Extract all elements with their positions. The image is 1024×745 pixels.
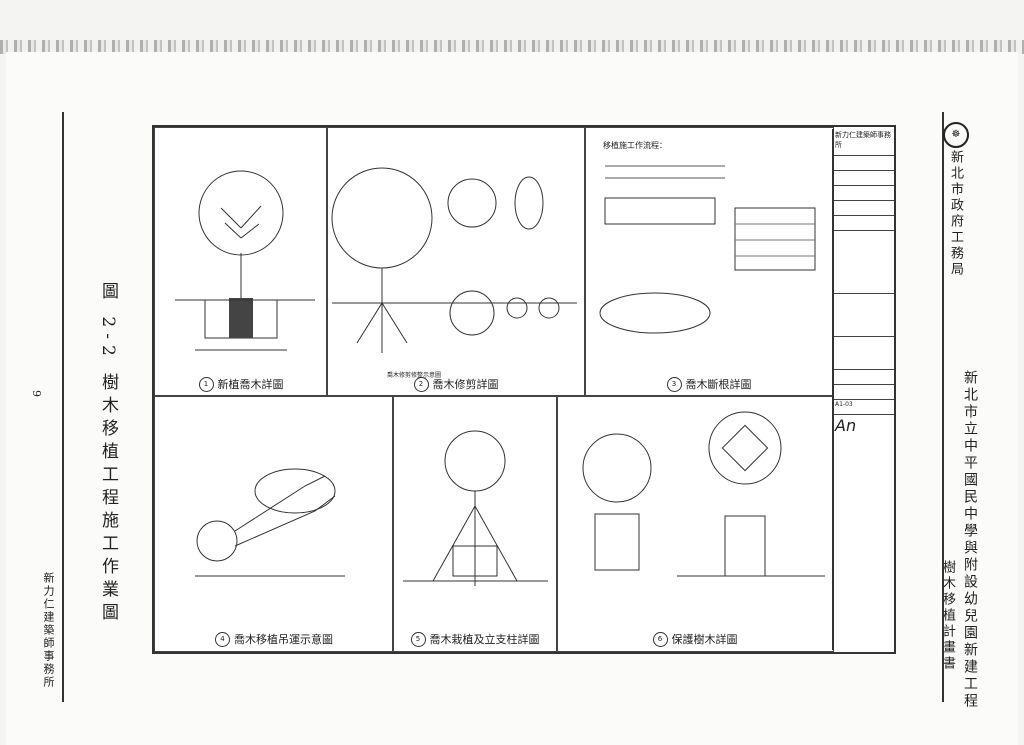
tree-planting-drawing [175,170,315,351]
panel2-subtitle: 喬木修剪修整示意圖 [387,372,442,379]
project-subtitle: 樹木移植計畫書 [940,560,955,672]
title-block-header: 新力仁建築師事務所 [834,129,894,156]
tree-transport-drawing [195,468,345,577]
project-name: 新北市立中平國民中學與附設幼兒園新建工程 [962,370,978,710]
title-block: 新力仁建築師事務所 A1-03 An [832,129,894,650]
tree-protection-drawing [582,411,825,577]
page-number: 9 [30,390,43,397]
root-cutting-drawing [599,165,816,334]
header-agency: 新北市政府工務局 [948,150,963,278]
title-block-row [834,171,894,186]
tree-pruning-drawing [331,167,577,353]
signature: An [835,416,857,435]
tree-staking-drawing [403,430,548,586]
flow-title: 移植施工作流程： [603,141,667,150]
sheet-code: A1-03 [834,400,894,415]
footer-firm-name: 新力仁建築師事務所 [42,572,55,689]
logo-icon: ☸ [943,122,969,148]
title-block-row [834,370,894,385]
title-block-row [834,294,894,337]
title-block-row [834,231,894,294]
right-margin-rule [934,112,944,702]
scan-edge [0,40,1024,54]
title-block-row [834,186,894,201]
title-block-row [834,201,894,216]
title-block-row [834,337,894,370]
left-margin-rule [62,112,72,702]
title-block-row [834,156,894,171]
title-block-row [834,385,894,400]
title-block-row [834,216,894,231]
figure-title: 圖 2-2 樹木移植工程施工作業圖 [98,282,118,627]
